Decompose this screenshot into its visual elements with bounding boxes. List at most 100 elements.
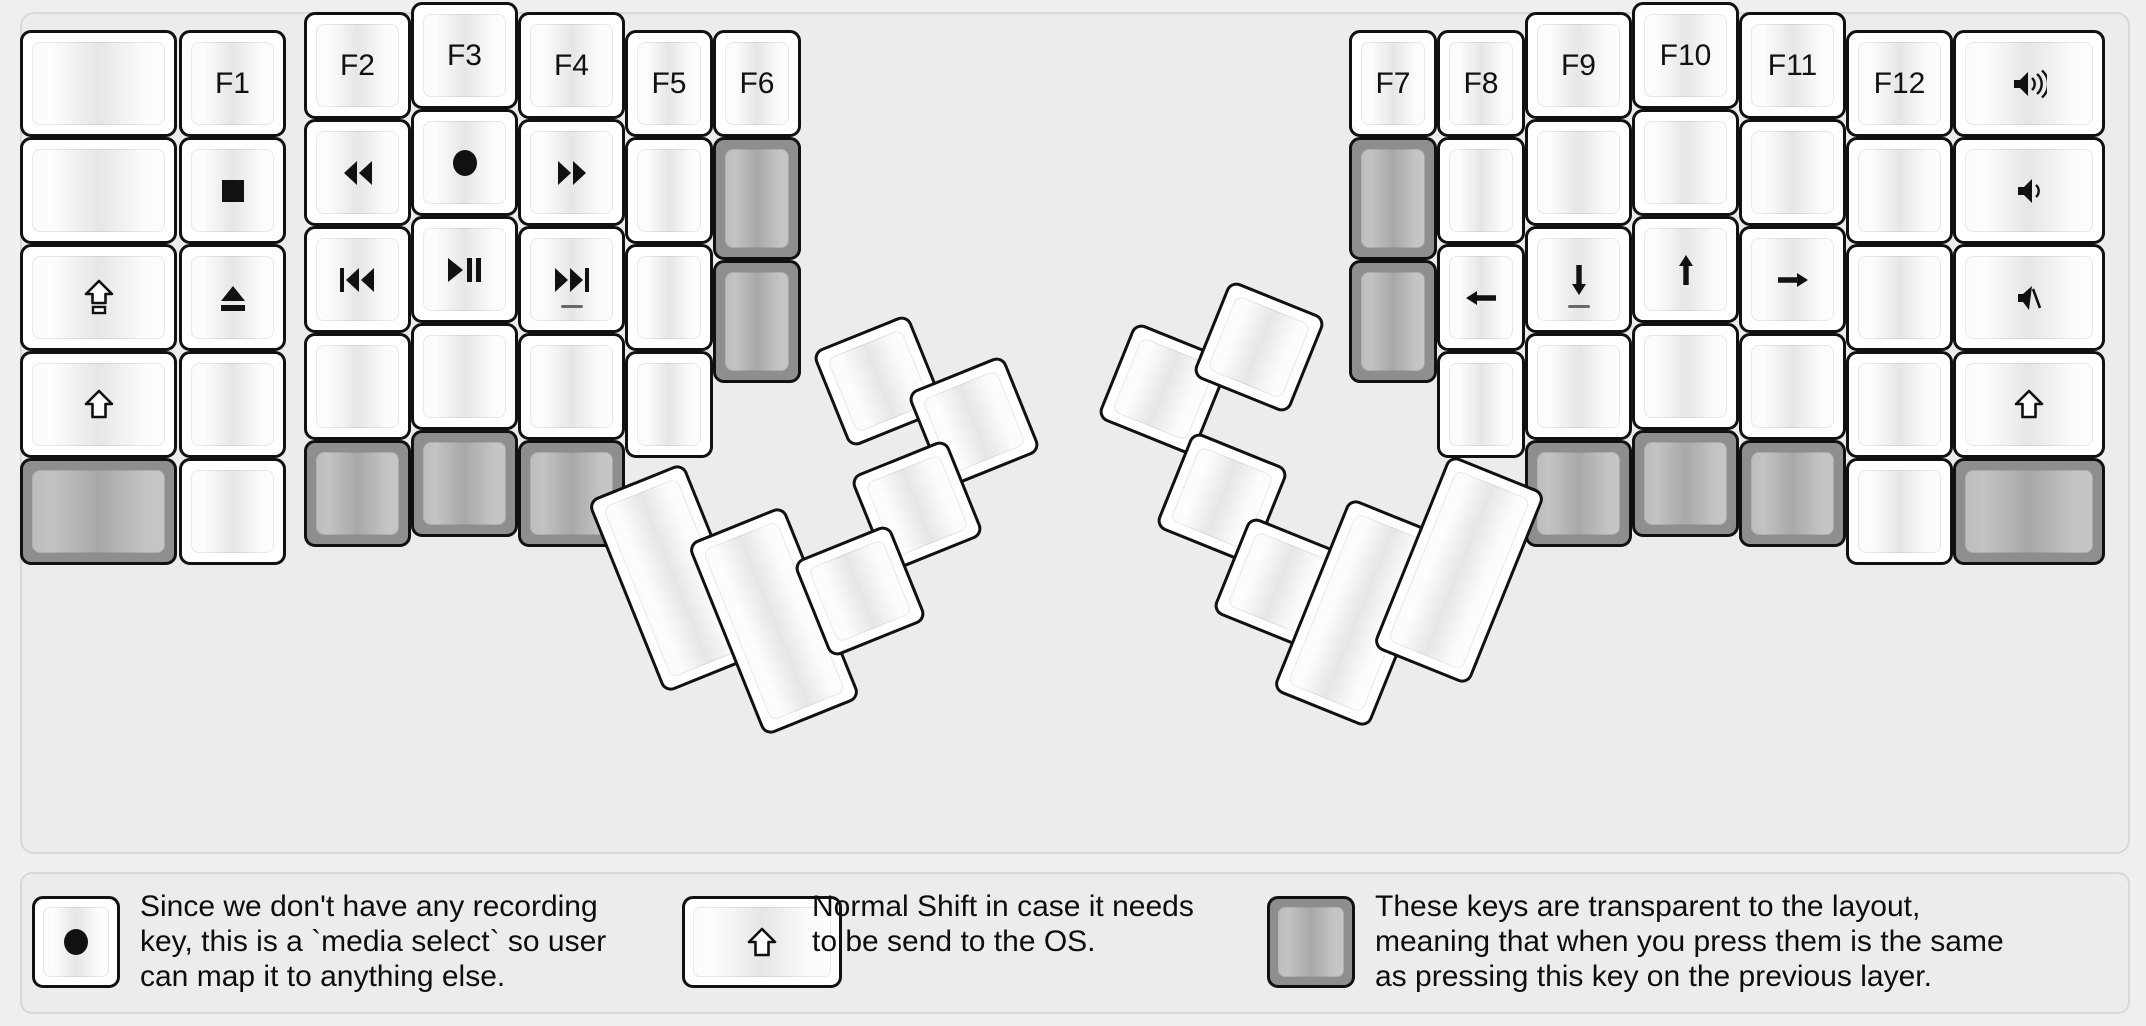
key-left-inner-outer-1[interactable] bbox=[713, 137, 801, 260]
keycap-face bbox=[1858, 256, 1941, 339]
key-left-inner-outer-2[interactable] bbox=[713, 260, 801, 383]
key-left-ring-4[interactable] bbox=[304, 440, 411, 547]
keycap-face bbox=[1858, 470, 1941, 553]
key-left-middle-1[interactable] bbox=[411, 109, 518, 216]
key-right-middle-3[interactable] bbox=[1632, 323, 1739, 430]
fast-forward-icon bbox=[555, 159, 589, 187]
keycap-face bbox=[423, 121, 506, 204]
key-right-pinky-0[interactable]: F12 bbox=[1846, 30, 1953, 137]
key-left-ring-3[interactable] bbox=[304, 333, 411, 440]
key-left-index-2[interactable] bbox=[518, 226, 625, 333]
key-label: F8 bbox=[1463, 66, 1499, 100]
key-right-inner-outer-1[interactable] bbox=[1349, 137, 1437, 260]
key-right-index-3[interactable] bbox=[1525, 333, 1632, 440]
keycap-face bbox=[1858, 363, 1941, 446]
keycap-face: F8 bbox=[1449, 42, 1513, 125]
key-left-middle-3[interactable] bbox=[411, 323, 518, 430]
key-left-pinky-2[interactable] bbox=[179, 244, 286, 351]
key-left-pinky-outer-4[interactable] bbox=[20, 458, 177, 565]
key-right-index-4[interactable] bbox=[1525, 440, 1632, 547]
key-right-middle-2[interactable] bbox=[1632, 216, 1739, 323]
key-right-inner-outer-2[interactable] bbox=[1349, 260, 1437, 383]
volume-down-icon bbox=[2016, 176, 2042, 206]
key-right-pinky-outer-0[interactable] bbox=[1953, 30, 2105, 137]
key-right-pinky-4[interactable] bbox=[1846, 458, 1953, 565]
keycap-face bbox=[1751, 131, 1834, 214]
keycap-face: F10 bbox=[1644, 14, 1727, 97]
key-left-pinky-3[interactable] bbox=[179, 351, 286, 458]
key-left-inner-2[interactable] bbox=[625, 244, 713, 351]
keycap-face bbox=[807, 538, 913, 644]
keycap-face bbox=[1965, 363, 2093, 446]
key-right-pinky-outer-1[interactable] bbox=[1953, 137, 2105, 244]
keycap-face bbox=[32, 363, 165, 446]
key-left-pinky-1[interactable] bbox=[179, 137, 286, 244]
key-right-pinky-outer-4[interactable] bbox=[1953, 458, 2105, 565]
shift-icon bbox=[2014, 389, 2044, 420]
key-right-pinky-3[interactable] bbox=[1846, 351, 1953, 458]
key-right-pinky-outer-2[interactable] bbox=[1953, 244, 2105, 351]
keycap-face bbox=[1644, 228, 1727, 311]
record-icon bbox=[61, 927, 91, 957]
key-left-index-0[interactable]: F4 bbox=[518, 12, 625, 119]
legend-text-1: Normal Shift in case it needs to be send… bbox=[812, 890, 1194, 958]
keycap-face: F5 bbox=[637, 42, 701, 125]
key-right-index-1[interactable] bbox=[1525, 119, 1632, 226]
keycap-face bbox=[725, 149, 789, 248]
key-label: F11 bbox=[1767, 48, 1818, 82]
key-right-ring-2[interactable] bbox=[1739, 226, 1846, 333]
key-right-middle-1[interactable] bbox=[1632, 109, 1739, 216]
eject-icon bbox=[219, 283, 247, 313]
key-right-ring-1[interactable] bbox=[1739, 119, 1846, 226]
key-right-index-0[interactable]: F9 bbox=[1525, 12, 1632, 119]
key-right-inner-outer-0[interactable]: F7 bbox=[1349, 30, 1437, 137]
key-right-inner-1[interactable] bbox=[1437, 137, 1525, 244]
key-right-inner-2[interactable] bbox=[1437, 244, 1525, 351]
keycap-face bbox=[1537, 131, 1620, 214]
key-right-pinky-1[interactable] bbox=[1846, 137, 1953, 244]
key-label: F4 bbox=[553, 48, 589, 82]
key-right-ring-4[interactable] bbox=[1739, 440, 1846, 547]
key-left-ring-0[interactable]: F2 bbox=[304, 12, 411, 119]
legend-key-sample-1 bbox=[682, 896, 842, 988]
homing-bar bbox=[560, 305, 583, 308]
keycap-face bbox=[1537, 345, 1620, 428]
keycap-face: F6 bbox=[725, 42, 789, 125]
key-right-pinky-2[interactable] bbox=[1846, 244, 1953, 351]
volume-up-icon bbox=[2012, 69, 2047, 99]
key-right-inner-0[interactable]: F8 bbox=[1437, 30, 1525, 137]
key-label: F1 bbox=[214, 66, 250, 100]
key-left-middle-2[interactable] bbox=[411, 216, 518, 323]
key-left-ring-1[interactable] bbox=[304, 119, 411, 226]
play-pause-icon bbox=[446, 256, 483, 284]
key-left-pinky-outer-1[interactable] bbox=[20, 137, 177, 244]
key-left-index-1[interactable] bbox=[518, 119, 625, 226]
key-label: F7 bbox=[1375, 66, 1411, 100]
keycap-face bbox=[32, 42, 165, 125]
key-left-index-3[interactable] bbox=[518, 333, 625, 440]
keycap-face bbox=[1537, 452, 1620, 535]
key-right-middle-0[interactable]: F10 bbox=[1632, 2, 1739, 109]
key-left-ring-2[interactable] bbox=[304, 226, 411, 333]
key-left-inner-3[interactable] bbox=[625, 351, 713, 458]
key-left-middle-4[interactable] bbox=[411, 430, 518, 537]
key-left-pinky-0[interactable]: F1 bbox=[179, 30, 286, 137]
key-left-inner-1[interactable] bbox=[625, 137, 713, 244]
key-left-pinky-4[interactable] bbox=[179, 458, 286, 565]
key-left-pinky-outer-0[interactable] bbox=[20, 30, 177, 137]
key-left-middle-0[interactable]: F3 bbox=[411, 2, 518, 109]
key-right-pinky-outer-3[interactable] bbox=[1953, 351, 2105, 458]
key-left-inner-0[interactable]: F5 bbox=[625, 30, 713, 137]
keycap-face bbox=[1206, 294, 1312, 400]
key-left-pinky-outer-2[interactable] bbox=[20, 244, 177, 351]
keycap-face bbox=[1644, 442, 1727, 525]
key-right-ring-0[interactable]: F11 bbox=[1739, 12, 1846, 119]
keycap-face bbox=[423, 335, 506, 418]
key-right-middle-4[interactable] bbox=[1632, 430, 1739, 537]
key-left-inner-outer-0[interactable]: F6 bbox=[713, 30, 801, 137]
key-right-index-2[interactable] bbox=[1525, 226, 1632, 333]
key-label: F5 bbox=[651, 66, 687, 100]
key-right-ring-3[interactable] bbox=[1739, 333, 1846, 440]
key-left-pinky-outer-3[interactable] bbox=[20, 351, 177, 458]
key-right-inner-3[interactable] bbox=[1437, 351, 1525, 458]
